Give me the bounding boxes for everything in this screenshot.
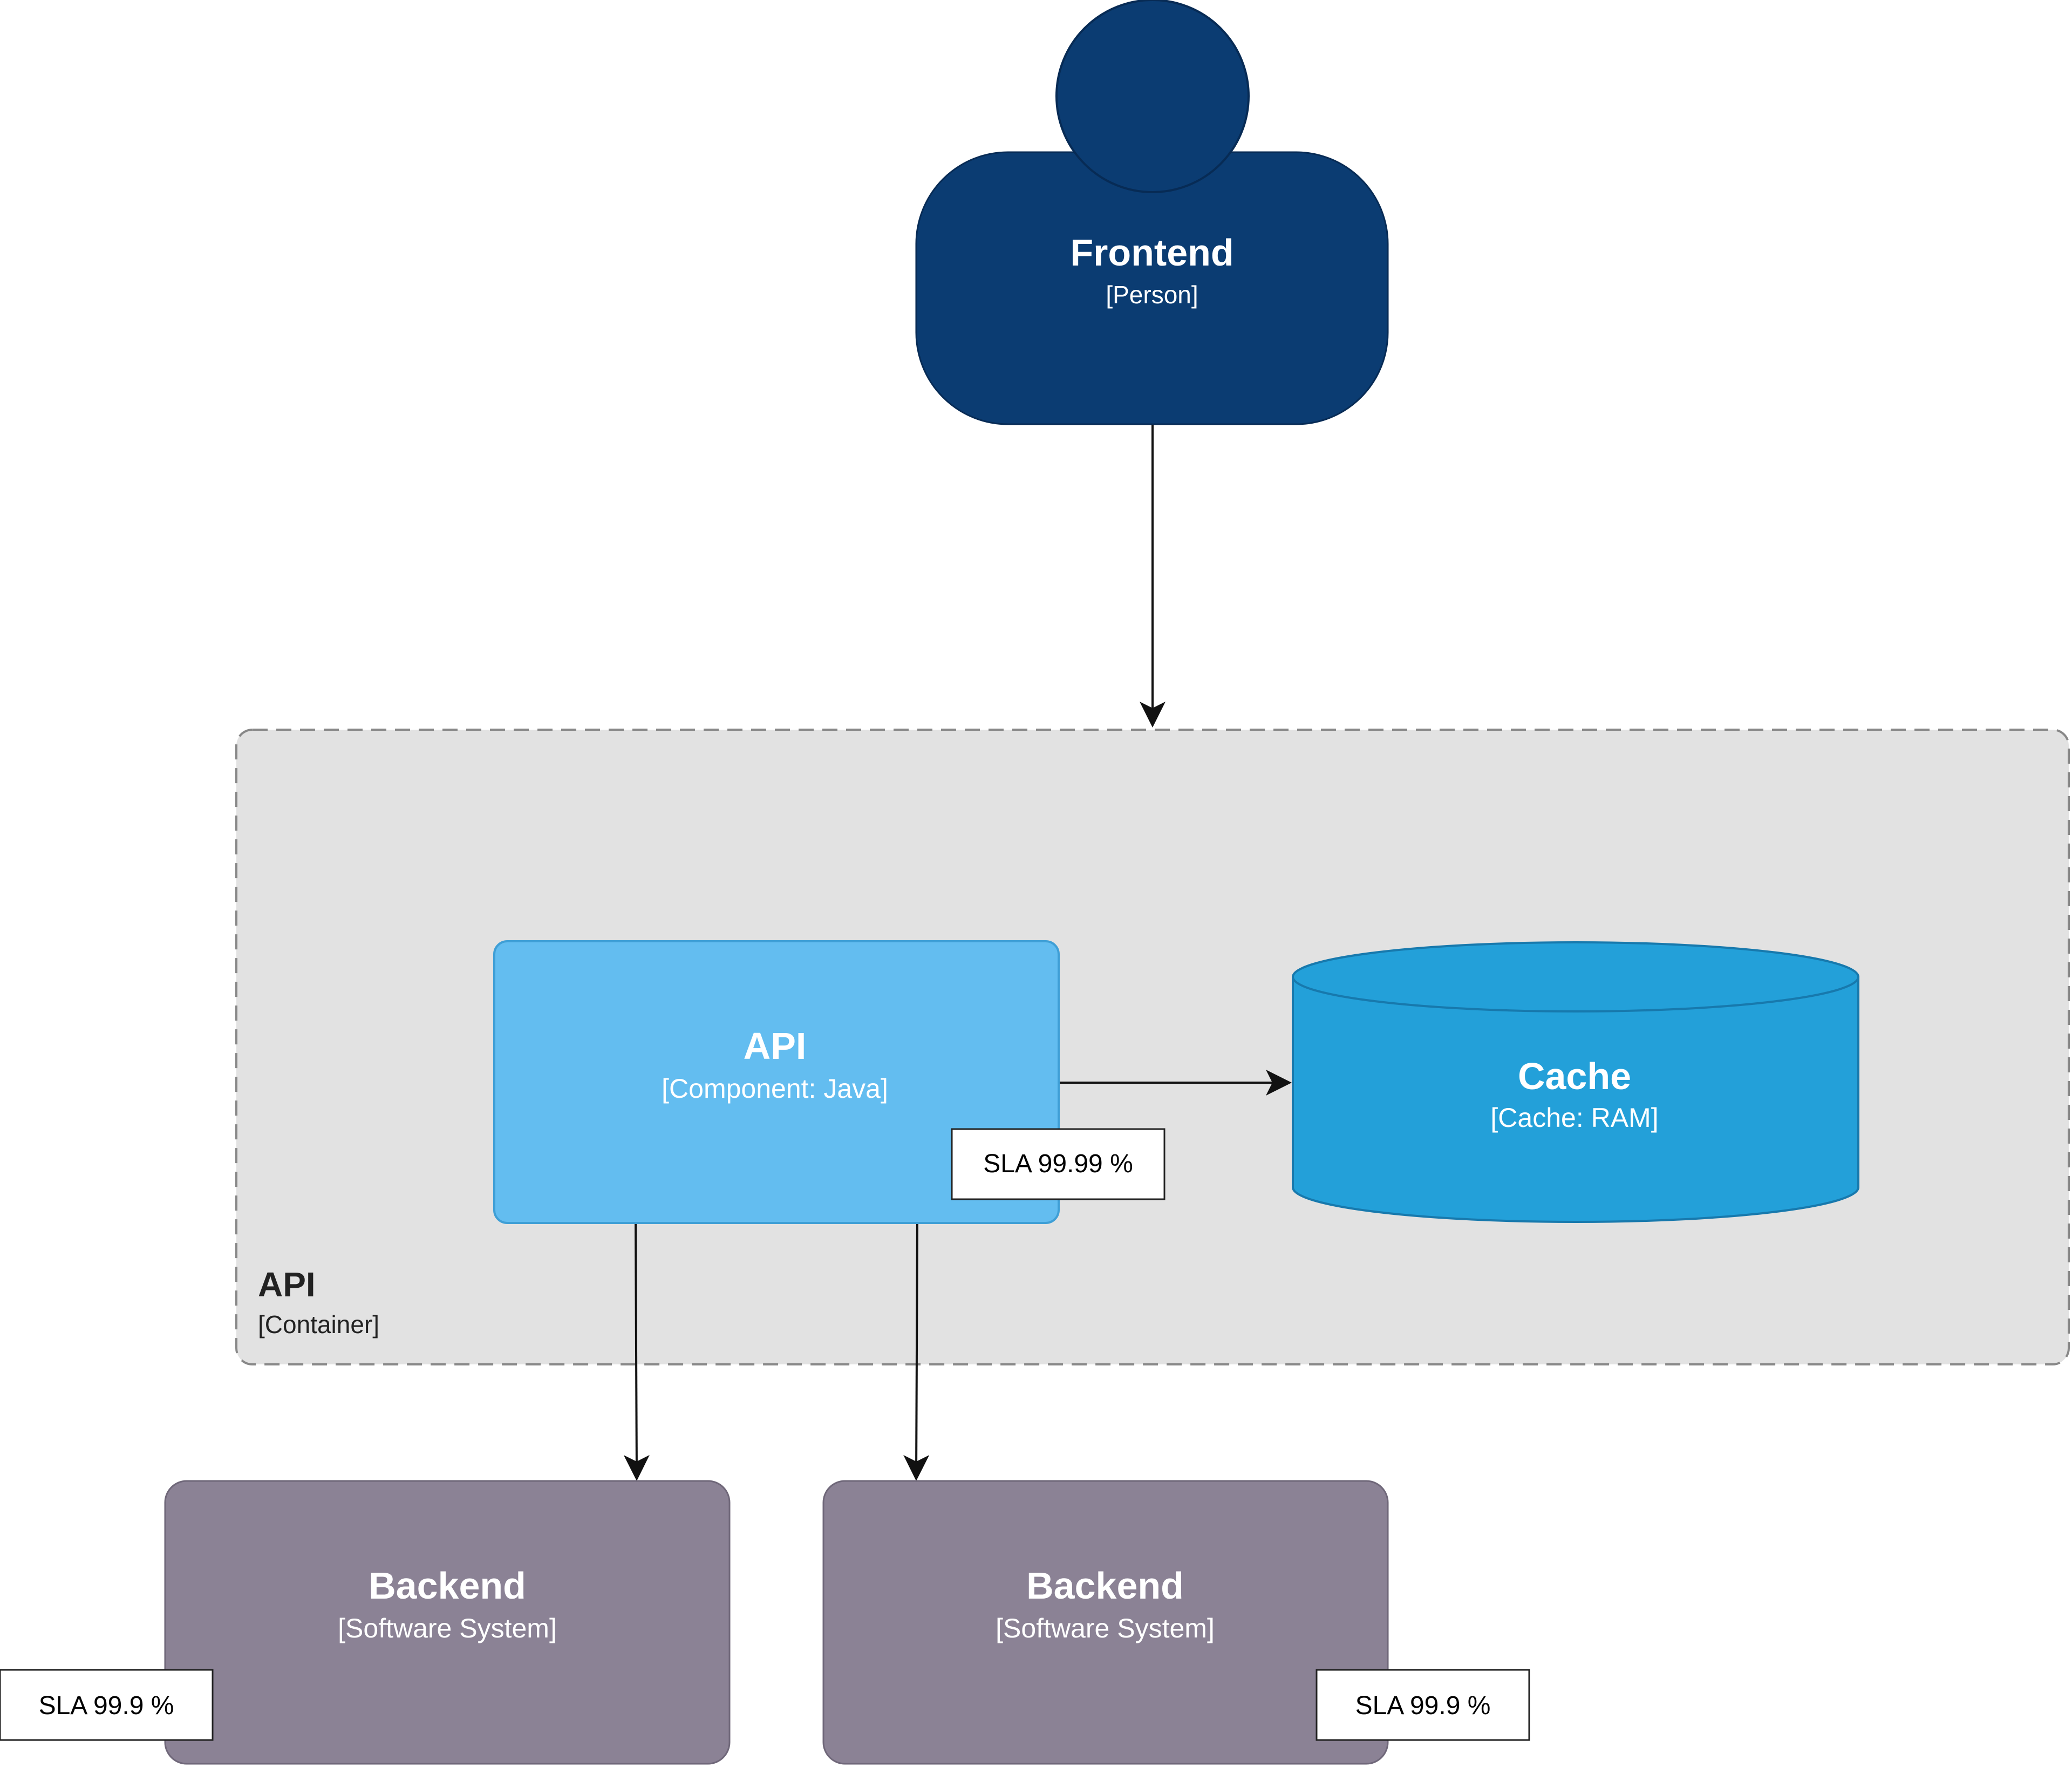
api-component[interactable]: API [Component: Java] xyxy=(493,940,1060,1224)
cache-database[interactable]: Cache [Cache: RAM] xyxy=(1292,941,1859,1223)
backend-1-type: [Software System] xyxy=(338,1613,557,1643)
backend-2-sla-text: SLA 99.9 % xyxy=(1355,1691,1491,1720)
cache-title: Cache xyxy=(1518,1055,1631,1097)
backend-2-rect[interactable] xyxy=(822,1480,1389,1765)
api-container-title: API xyxy=(258,1265,316,1304)
cache-cylinder-top xyxy=(1292,941,1859,1012)
backend-1-rect[interactable] xyxy=(164,1480,731,1765)
backend-2-sla-label: SLA 99.9 % xyxy=(1316,1669,1530,1741)
backend-system-1[interactable]: Backend [Software System] xyxy=(164,1480,731,1765)
api-sla-text: SLA 99.99 % xyxy=(983,1150,1133,1178)
edge-api-to-backend-2 xyxy=(903,1222,930,1481)
api-sla-label: SLA 99.99 % xyxy=(951,1128,1166,1200)
backend-1-sla-box xyxy=(0,1669,214,1741)
backend-2-sla-box xyxy=(1316,1669,1530,1741)
backend-1-title: Backend xyxy=(369,1565,526,1607)
frontend-title: Frontend xyxy=(1070,232,1233,274)
api-sla-box xyxy=(951,1128,1166,1200)
cache-type: [Cache: RAM] xyxy=(1490,1103,1658,1133)
frontend-person[interactable]: Frontend [Person] xyxy=(915,0,1389,425)
api-component-rect[interactable] xyxy=(493,940,1060,1224)
backend-system-2[interactable]: Backend [Software System] xyxy=(822,1480,1389,1765)
backend-2-type: [Software System] xyxy=(996,1613,1215,1643)
backend-1-sla-text: SLA 99.9 % xyxy=(39,1691,174,1720)
cache-cylinder-body[interactable] xyxy=(1292,976,1859,1223)
edge-api-to-backend-1 xyxy=(623,1222,650,1481)
backend-1-sla-label: SLA 99.9 % xyxy=(0,1669,214,1741)
api-container-type: [Container] xyxy=(258,1310,379,1338)
frontend-type: [Person] xyxy=(1106,281,1198,309)
api-component-type: [Component: Java] xyxy=(662,1073,888,1104)
backend-2-title: Backend xyxy=(1026,1565,1184,1607)
person-head-icon xyxy=(1055,0,1250,193)
api-component-title: API xyxy=(744,1025,807,1067)
